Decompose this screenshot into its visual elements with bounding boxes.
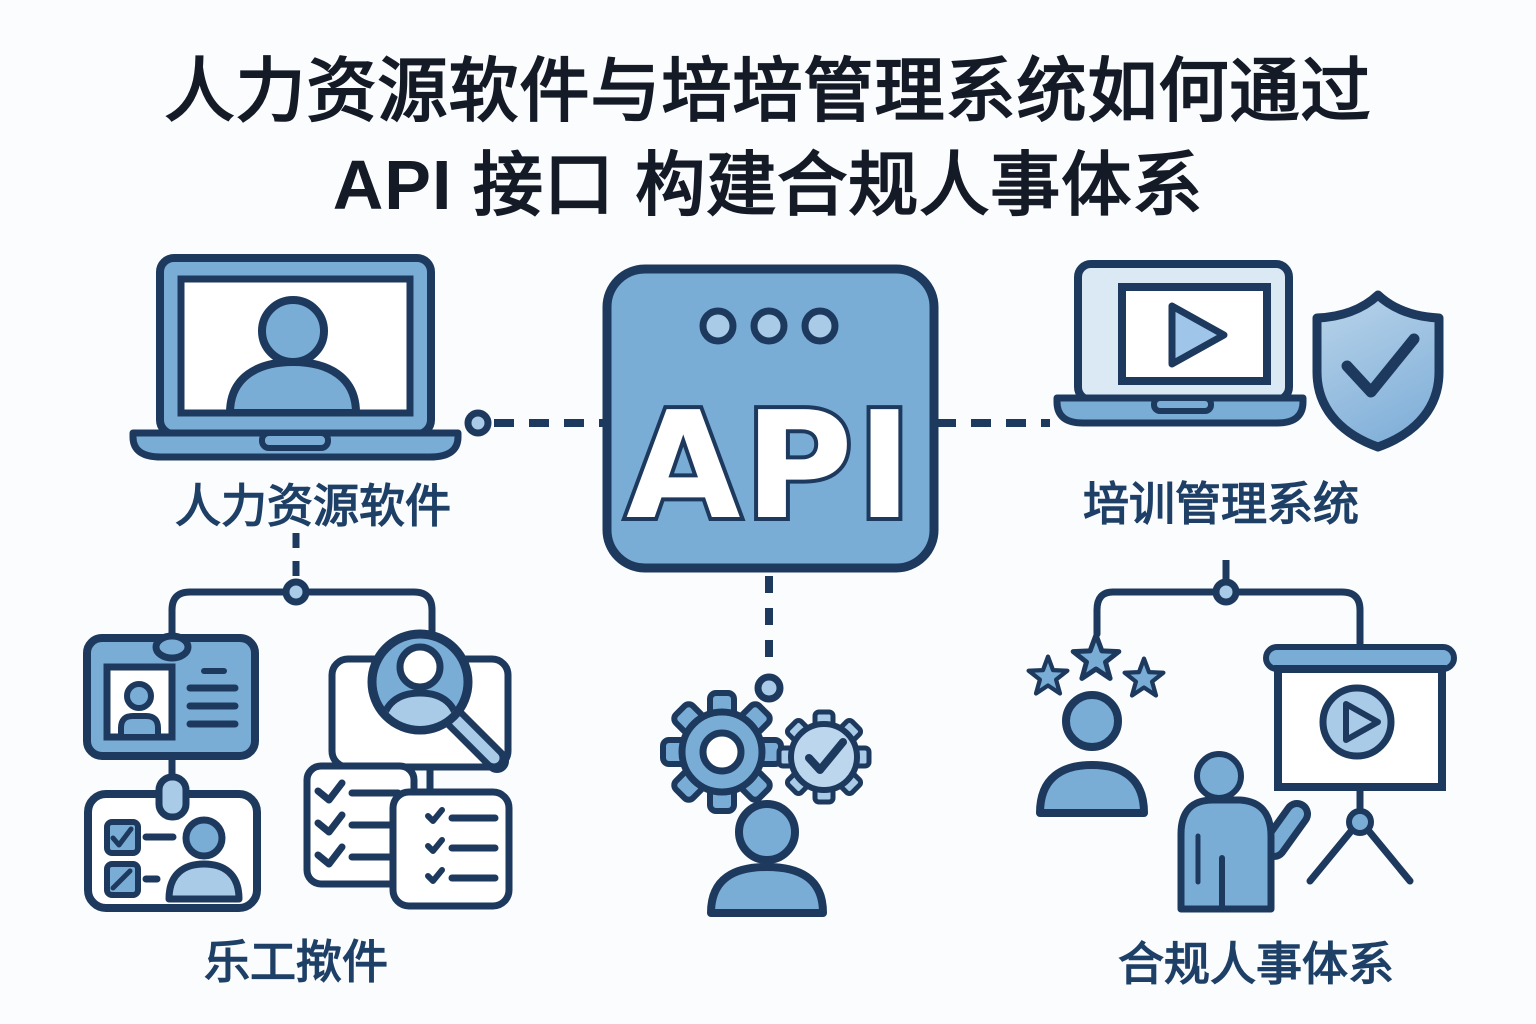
window-dot-icon: [699, 307, 737, 345]
gears-check-user-icon: [660, 690, 872, 917]
api-label: API: [626, 380, 916, 552]
check-icon: [1341, 333, 1420, 398]
presenter-icon: [1177, 751, 1311, 913]
user-avatar: [165, 816, 243, 903]
stars-user-icon: [1029, 635, 1164, 817]
api-chip-icon: API: [602, 264, 939, 573]
id-badge-icon: [83, 632, 259, 780]
connector-node-dot: [754, 673, 784, 703]
connector-api-down: [754, 576, 784, 703]
label-training-system: 培训管理系统: [1083, 478, 1359, 530]
check-icon: [805, 738, 847, 774]
presentation-screen-play-icon: [1263, 644, 1457, 885]
id-card-checklist-icon: [84, 773, 261, 912]
badge-clip: [152, 632, 192, 662]
gear-icon: [660, 690, 784, 814]
label-employee-software: 乐工揿件: [204, 936, 388, 988]
connector-node-dot: [1212, 578, 1240, 606]
gear-check-icon: [776, 709, 872, 805]
window-dot-icon: [801, 307, 839, 345]
title-line-2: API 接口 构建合规人事体系: [332, 146, 1204, 224]
user-avatar: [226, 296, 360, 413]
star-icon: [1029, 657, 1068, 694]
candidate-search-magnifier-icon: [328, 629, 512, 792]
label-compliance-system: 合规人事体系: [1118, 938, 1394, 990]
page-title: 人力资源软件与培培管理系统如何通过 API 接口 构建合规人事体系: [0, 44, 1536, 232]
training-laptop-video-icon: [1053, 260, 1307, 427]
shield-check-icon: [1312, 290, 1444, 452]
tripod-hub: [1346, 808, 1374, 836]
connector-node-dot: [282, 578, 310, 606]
user-avatar: [707, 800, 827, 917]
star-icon: [1073, 635, 1119, 678]
badge-text-lines: [186, 668, 239, 728]
lanyard-clip: [155, 773, 190, 821]
label-hr-software: 人力资源软件: [175, 480, 451, 532]
title-line-1: 人力资源软件与培培管理系统如何通过: [164, 52, 1372, 130]
star-icon: [1125, 659, 1164, 696]
connector-hr-branch: [168, 533, 436, 662]
connector-node-dot: [464, 409, 492, 437]
play-icon: [1343, 701, 1381, 743]
hr-laptop-user-icon: [129, 254, 462, 461]
window-dot-icon: [750, 307, 788, 345]
play-icon: [1168, 302, 1228, 368]
connector-training-branch: [1093, 560, 1364, 652]
connector-hr-to-api: [464, 409, 606, 437]
checklist-icon: [303, 762, 513, 910]
